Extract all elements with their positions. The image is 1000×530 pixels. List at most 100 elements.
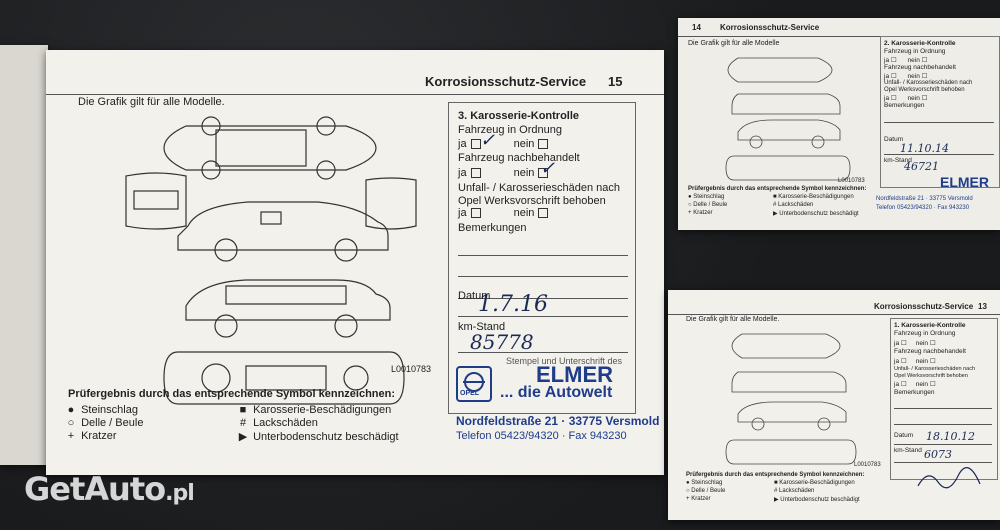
ja-label: ja bbox=[458, 207, 467, 219]
ja-label: ja bbox=[894, 381, 900, 388]
ja-label: ja bbox=[884, 57, 890, 64]
legend-title: Prüfergebnis durch das entsprechende Sym… bbox=[688, 186, 867, 192]
underbody-damage-symbol: ▶ bbox=[238, 431, 248, 443]
question-vehicle-ok: Fahrzeug in Ordnung bbox=[884, 48, 946, 55]
question-damage-line2: Opel Werksvorschrift behoben bbox=[458, 195, 606, 207]
checkbox-nein-damage[interactable] bbox=[538, 208, 549, 219]
legend-item: ▶ Unterbodenschutz beschädigt bbox=[774, 496, 860, 503]
checkbox-nein-ok[interactable] bbox=[538, 139, 549, 150]
paint-damage-symbol: # bbox=[774, 488, 778, 494]
checkbox-nein-treated[interactable] bbox=[538, 168, 549, 179]
checkmark-nein-treated: ✓ bbox=[540, 158, 556, 179]
date-label: Datum bbox=[884, 136, 904, 143]
stamp-brand: ELMER bbox=[536, 362, 613, 387]
watermark-suffix: .pl bbox=[165, 481, 195, 506]
date-value: 1.7.16 bbox=[478, 292, 548, 317]
answers-treated: ja ☐ nein ☐ bbox=[884, 73, 928, 80]
remarks-line bbox=[894, 408, 992, 409]
checkmark-ja-ok: ✓ bbox=[480, 130, 496, 151]
date-line bbox=[458, 316, 628, 317]
legend-item: ● Steinschlag bbox=[688, 194, 724, 200]
km-line bbox=[894, 462, 992, 463]
intro-text: Die Grafik gilt für alle Modelle bbox=[688, 40, 780, 47]
bottom-right-page: Korrosionsschutz-Service 13 Die Grafik g… bbox=[668, 290, 1000, 520]
page-number: 15 bbox=[608, 74, 623, 89]
page-title: Korrosionsschutz-Service bbox=[720, 23, 820, 32]
stone-chip-symbol: ● bbox=[67, 404, 75, 416]
diagram-code: L0010783 bbox=[854, 462, 881, 468]
body-damage-symbol: ■ bbox=[774, 480, 778, 486]
km-label: km-Stand bbox=[458, 321, 506, 333]
legend-label: Steinschlag bbox=[81, 404, 138, 416]
page-title: Korrosionsschutz-Service bbox=[874, 302, 974, 311]
remarks-label: Bemerkungen bbox=[894, 389, 935, 396]
intro-text: Die Grafik gilt für alle Modelle. bbox=[686, 316, 780, 323]
question-vehicle-ok: Fahrzeug in Ordnung bbox=[894, 330, 956, 337]
car-diagram bbox=[725, 57, 851, 181]
section-title: 2. Karosserie-Kontrolle bbox=[884, 40, 956, 47]
car-diagram bbox=[125, 116, 417, 405]
dent-symbol: ○ bbox=[688, 202, 692, 208]
legend-label: Karosserie-Beschädigungen bbox=[778, 194, 854, 200]
date-label: Datum bbox=[458, 290, 491, 302]
inspection-form-box bbox=[890, 318, 998, 480]
stamp-signature-label: Stempel und Unterschrift des bbox=[506, 356, 623, 366]
legend-item: ○ Delle / Beule bbox=[64, 417, 144, 429]
answers-damage: ja ☐ nein ☐ bbox=[884, 95, 928, 102]
legend-item: ● Steinschlag bbox=[686, 480, 722, 486]
page-header: Korrosionsschutz-Service 15 bbox=[46, 50, 664, 95]
legend-item: + Kratzer bbox=[686, 496, 711, 502]
remarks-line-1 bbox=[458, 255, 628, 256]
legend-label: Kratzer bbox=[693, 210, 713, 216]
legend-item: # Lackschäden bbox=[774, 488, 814, 494]
question-vehicle-ok-answers: ja nein bbox=[458, 138, 549, 150]
legend-label: Steinschlag bbox=[693, 194, 725, 200]
answers-ok: ja ☐ nein ☐ bbox=[884, 57, 928, 64]
legend-label: Delle / Beule bbox=[693, 202, 728, 208]
stamp-address: Nordfeldstraße 21 · 33775 Versmold bbox=[876, 196, 973, 202]
stamp-phone: Telefon 05423/94320 · Fax 943230 bbox=[876, 205, 970, 211]
legend-label: Lackschäden bbox=[253, 417, 318, 429]
intro-text: Die Grafik gilt für alle Modelle. bbox=[78, 96, 225, 108]
date-line bbox=[884, 154, 994, 155]
checkbox-ja-damage[interactable] bbox=[470, 208, 481, 219]
question-damage-line2: Opel Werksvorschrift behoben bbox=[894, 373, 968, 379]
legend-item: ■ Karosserie-Beschädigungen bbox=[774, 480, 855, 486]
answers-damage: ja ☐ nein ☐ bbox=[894, 381, 936, 388]
question-damage-line1: Unfall- / Karosserieschäden nach bbox=[894, 366, 976, 372]
remarks-line bbox=[894, 424, 992, 425]
stamp-address: Nordfeldstraße 21 · 33775 Versmold bbox=[456, 414, 660, 428]
legend-label: Kratzer bbox=[81, 430, 117, 442]
legend-label: Lackschäden bbox=[778, 202, 814, 208]
legend-label: Karosserie-Beschädigungen bbox=[253, 404, 392, 416]
legend-item: ● Steinschlag bbox=[64, 404, 138, 416]
nein-label: nein bbox=[907, 95, 920, 102]
answers-ok: ja ☐ nein ☐ bbox=[894, 340, 936, 347]
ja-label: ja bbox=[894, 358, 900, 365]
inspection-form-box bbox=[448, 102, 636, 414]
date-value: 18.10.12 bbox=[926, 430, 975, 443]
legend-item: ○ Delle / Beule bbox=[688, 202, 727, 208]
checkbox-ja-ok[interactable] bbox=[470, 139, 481, 150]
main-page: Korrosionsschutz-Service 15 Die Grafik g… bbox=[46, 50, 664, 475]
opel-logo: OPEL bbox=[456, 366, 492, 402]
checkbox-ja-treated[interactable] bbox=[470, 168, 481, 179]
legend-item: + Kratzer bbox=[688, 210, 713, 216]
km-value: 46721 bbox=[904, 160, 939, 173]
section-title: 3. Karosserie-Kontrolle bbox=[458, 110, 580, 122]
nein-label: nein bbox=[915, 358, 929, 365]
underbody-damage-symbol: ▶ bbox=[774, 497, 779, 503]
legend-label: Steinschlag bbox=[691, 480, 723, 486]
question-vehicle-treated: Fahrzeug nachbehandelt bbox=[458, 152, 580, 164]
diagram-code: L0010783 bbox=[391, 364, 432, 374]
legend-label: Unterbodenschutz beschädigt bbox=[253, 431, 399, 443]
legend-item: ■ Karosserie-Beschädigungen bbox=[236, 404, 392, 416]
question-damage-line1: Unfall- / Karosserieschäden nach bbox=[458, 182, 621, 194]
question-vehicle-treated-answers: ja nein bbox=[458, 167, 549, 179]
question-vehicle-treated: Fahrzeug nachbehandelt bbox=[884, 64, 956, 71]
scratch-symbol: + bbox=[67, 430, 75, 442]
diagram-code: L0010783 bbox=[838, 178, 865, 184]
legend-label: Karosserie-Beschädigungen bbox=[779, 480, 855, 486]
paint-damage-symbol: # bbox=[773, 202, 777, 208]
legend-item: + Kratzer bbox=[64, 430, 117, 442]
